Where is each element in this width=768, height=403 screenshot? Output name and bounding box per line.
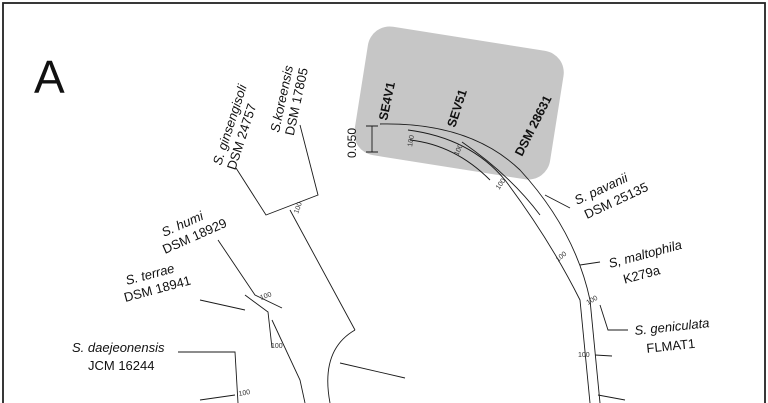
panel-label: A [34,51,65,103]
bootstrap-value: 100 [293,201,304,214]
taxon-strain: FLMAT1 [646,336,696,356]
bootstrap-values: 100 100 100 100 100 100 100 100 100 100 [238,135,599,398]
taxon-species: S. daejeonensis [72,340,165,355]
bootstrap-value: 100 [271,343,283,350]
taxon-strain: JCM 16244 [88,358,154,373]
scale-bar: 0.050 [345,125,378,158]
bootstrap-value: 100 [586,295,600,307]
bootstrap-value: 100 [407,135,416,148]
bootstrap-value: 100 [453,143,464,157]
scale-bar-label: 0.050 [345,128,359,158]
bootstrap-value: 100 [259,291,272,302]
bootstrap-value: 100 [578,352,590,359]
highlight-clade-box [354,26,564,180]
bootstrap-value: 100 [238,389,251,398]
tree-branches [178,123,628,403]
bootstrap-value: 100 [555,251,569,264]
bootstrap-value: 100 [495,177,507,191]
taxon-species: S. geniculata [634,315,710,338]
